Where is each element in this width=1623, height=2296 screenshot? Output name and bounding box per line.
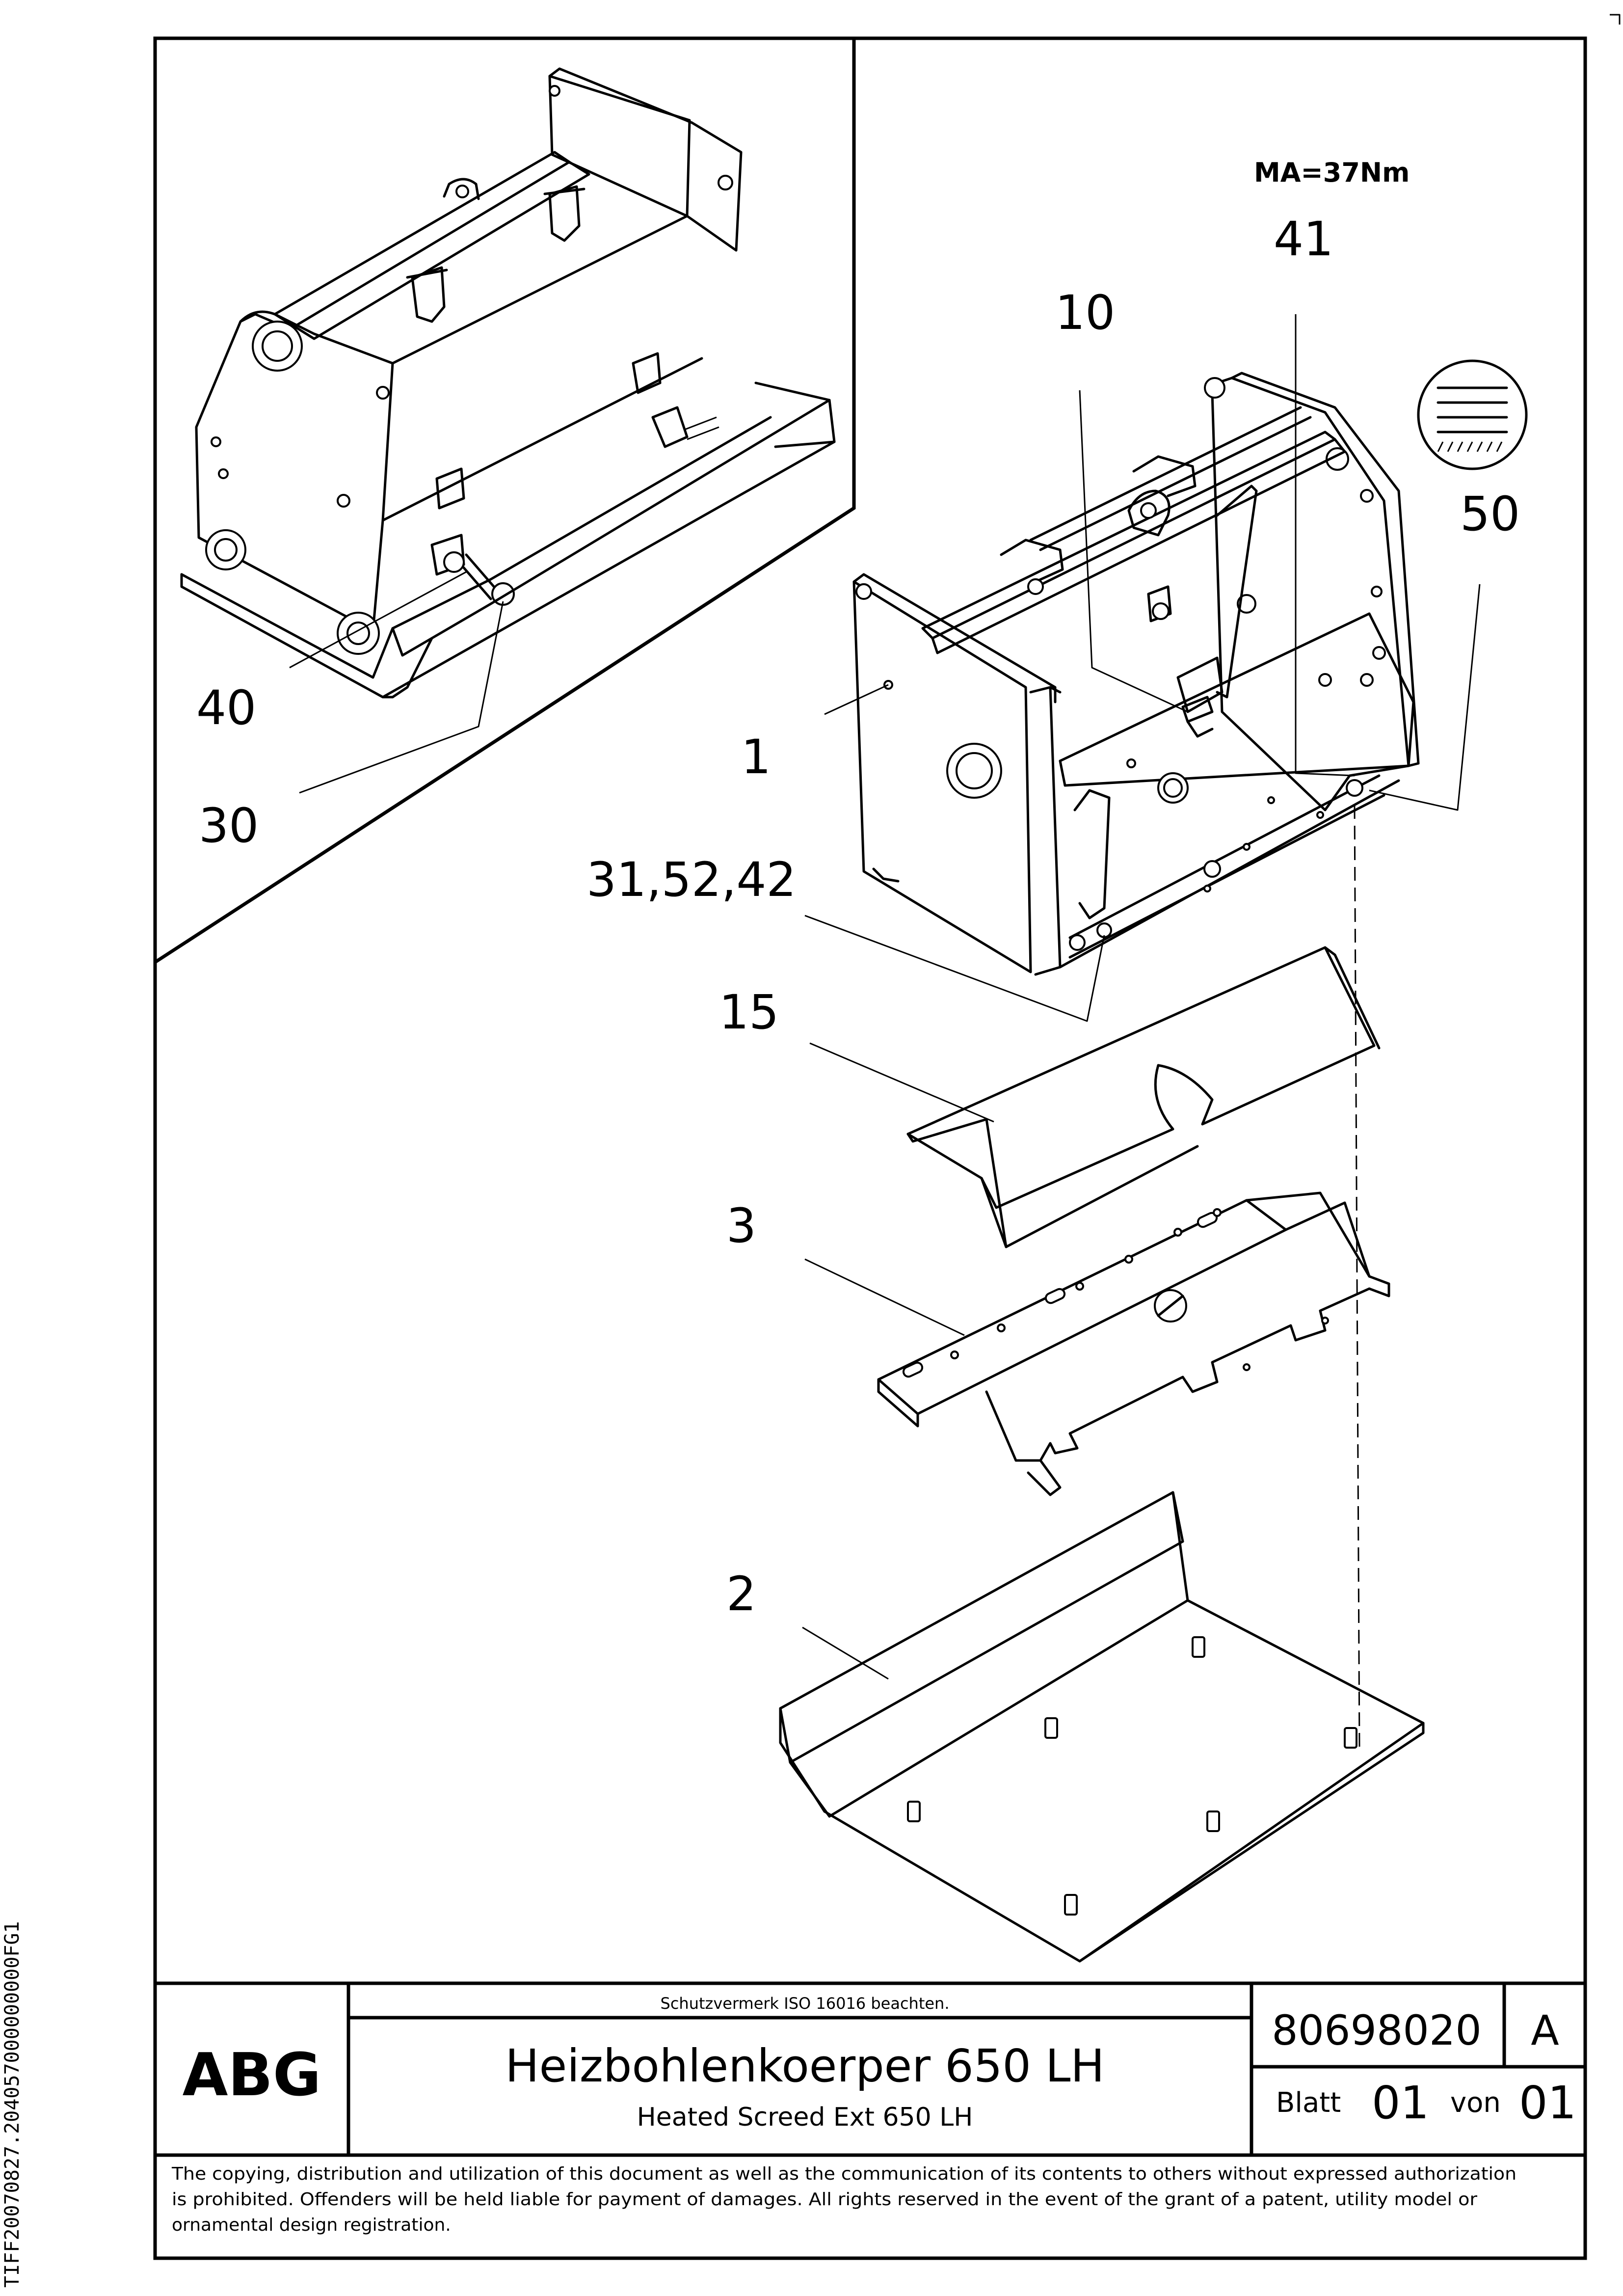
sheet-total: 01 — [1519, 2077, 1576, 2129]
leader-40 — [289, 571, 467, 669]
part-15-angle-cover — [906, 946, 1381, 1248]
torque-symbol-icon — [1417, 359, 1528, 470]
drawing-number: 80698020 — [1272, 2006, 1482, 2054]
callout-40: 40 — [196, 680, 256, 735]
leader-41 — [1295, 314, 1355, 777]
part-2-screed-plate — [779, 1491, 1425, 1963]
title-de: Heizbohlenkoerper 650 LH — [505, 2040, 1104, 2092]
leader-10 — [1079, 390, 1188, 713]
title-en: Heated Screed Ext 650 LH — [637, 2103, 973, 2132]
protection-note: Schutzvermerk ISO 16016 beachten. — [661, 1994, 950, 2013]
alignment-centerline — [1354, 805, 1360, 1748]
part-3-perforated-plate — [877, 1191, 1390, 1496]
drawing-frame — [153, 36, 1587, 2260]
copyright-line-3: ornamental design registration. — [172, 2215, 451, 2235]
leader-30 — [299, 601, 504, 794]
detail-view-border — [154, 38, 856, 964]
callout-2: 2 — [726, 1567, 756, 1621]
callout-30: 30 — [199, 798, 259, 853]
revision: A — [1531, 2006, 1559, 2054]
copyright-notice: The copying, distribution and utilizatio… — [171, 2164, 1517, 2235]
title-block: ABG Schutzvermerk ISO 16016 beachten. He… — [155, 1981, 1585, 2157]
leader-3 — [804, 1258, 965, 1336]
leader-50 — [1369, 584, 1481, 811]
sheet-number: 01 — [1372, 2077, 1429, 2129]
side-identifier: TIFF20070827.204057000000000FG1 — [1, 1921, 24, 2288]
leader-2 — [802, 1626, 889, 1680]
callout-15: 15 — [719, 985, 779, 1040]
callout-10: 10 — [1055, 285, 1115, 340]
abg-logo: ABG — [183, 2041, 321, 2109]
of-label: von — [1450, 2087, 1501, 2119]
detail-view-assembly — [180, 67, 836, 699]
leader-15 — [809, 1042, 994, 1123]
screed-studs — [907, 1636, 1357, 1916]
callout-3: 3 — [726, 1198, 756, 1253]
copyright-line-1: The copying, distribution and utilizatio… — [171, 2164, 1517, 2184]
corner-mark — [1610, 14, 1621, 25]
callout-1: 1 — [741, 729, 771, 784]
callout-50: 50 — [1460, 486, 1520, 541]
callout-31-52-42: 31,52,42 — [586, 852, 797, 907]
frame-assembly-part-1 — [852, 372, 1420, 976]
copyright-line-2: is prohibited. Offenders will be held li… — [172, 2189, 1477, 2210]
leader-1 — [824, 684, 889, 715]
leader-31-52-42 — [804, 915, 1105, 1022]
sheet-label: Blatt — [1276, 2087, 1341, 2119]
callout-41: 41 — [1274, 212, 1333, 267]
torque-note: MA=37Nm — [1254, 157, 1410, 188]
